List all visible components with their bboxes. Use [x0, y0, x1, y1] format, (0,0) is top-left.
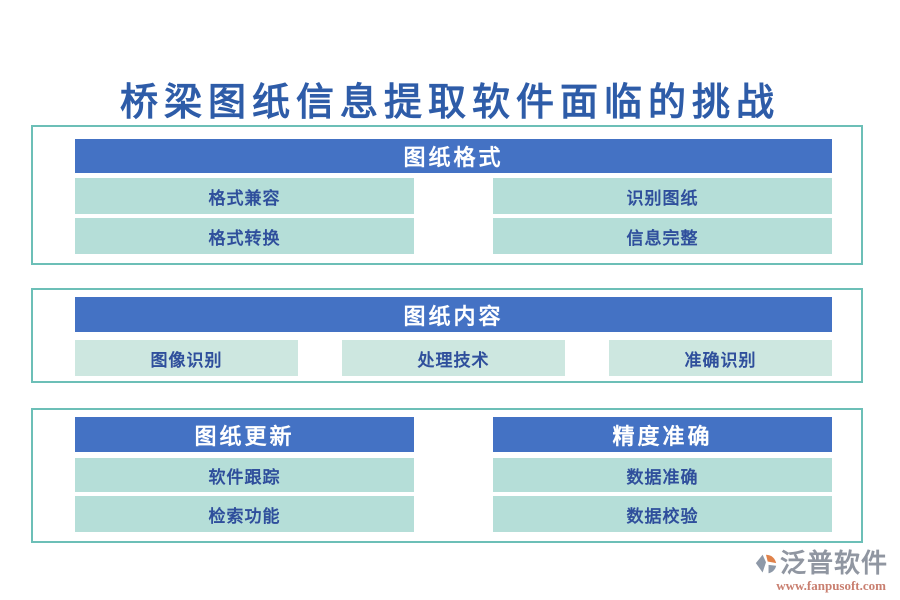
group-precision-accuracy: 精度准确 数据准确 数据校验 [493, 417, 832, 532]
section-update-precision: 图纸更新 软件跟踪 检索功能 精度准确 数据准确 数据校验 [31, 408, 863, 543]
section-drawing-content: 图纸内容 图像识别 处理技术 准确识别 [31, 288, 863, 383]
brand-url: www.fanpusoft.com [776, 578, 886, 593]
section-drawing-format: 图纸格式 格式兼容 识别图纸 格式转换 信息完整 [31, 125, 863, 265]
item-accurate-recognition: 准确识别 [609, 340, 832, 376]
section-header-drawing-update: 图纸更新 [75, 417, 414, 452]
fanpu-logo-icon [755, 552, 777, 576]
group-drawing-update: 图纸更新 软件跟踪 检索功能 [75, 417, 414, 532]
section-header-drawing-format: 图纸格式 [75, 139, 832, 173]
item-software-tracking: 软件跟踪 [75, 458, 414, 492]
item-image-recognition: 图像识别 [75, 340, 298, 376]
item-recognize-drawing: 识别图纸 [493, 178, 832, 214]
drawing-content-items: 图像识别 处理技术 准确识别 [75, 340, 832, 376]
item-data-accuracy: 数据准确 [493, 458, 832, 492]
drawing-format-items: 格式兼容 识别图纸 格式转换 信息完整 [75, 178, 832, 254]
brand-name: 泛普软件 [779, 549, 888, 578]
item-format-convert: 格式转换 [75, 218, 414, 254]
item-format-compat: 格式兼容 [75, 178, 414, 214]
item-search-function: 检索功能 [75, 496, 414, 532]
section-header-drawing-content: 图纸内容 [75, 297, 832, 332]
item-processing-tech: 处理技术 [342, 340, 565, 376]
item-data-validation: 数据校验 [493, 496, 832, 532]
page-title: 桥梁图纸信息提取软件面临的挑战 [119, 82, 780, 124]
item-info-complete: 信息完整 [493, 218, 832, 254]
footer-logo: 泛普软件 www.fanpusoft.com [755, 551, 888, 592]
section-header-precision-accuracy: 精度准确 [493, 417, 832, 452]
